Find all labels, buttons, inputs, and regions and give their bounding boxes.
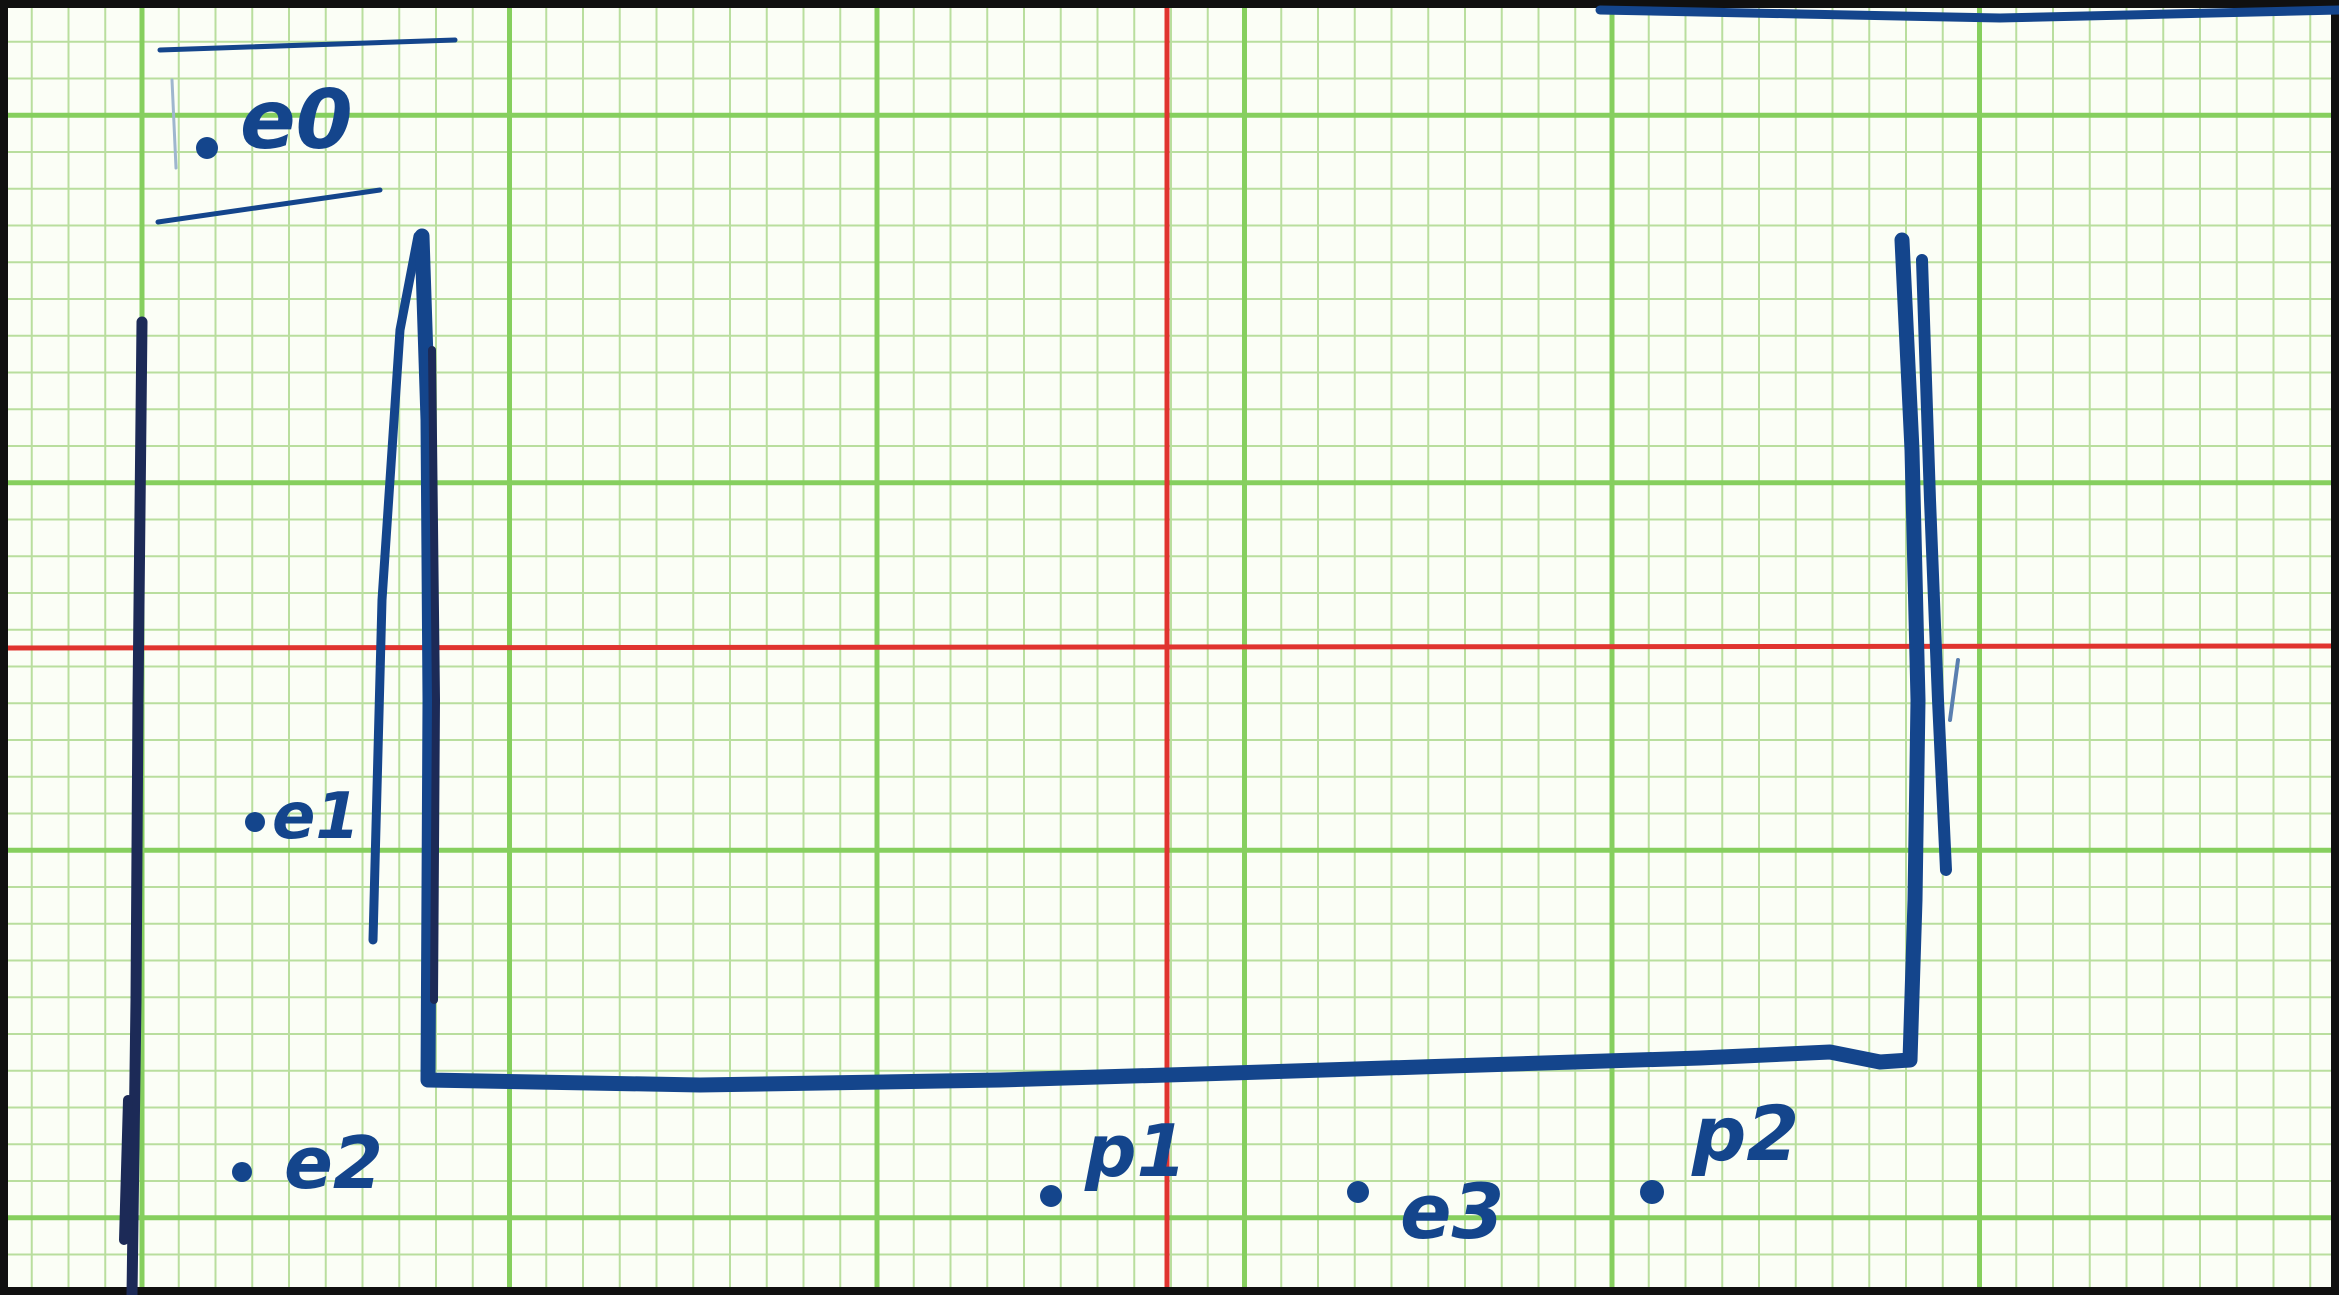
e1-dot-icon bbox=[245, 812, 265, 832]
well-left-wall-overstroke bbox=[428, 346, 441, 1004]
p1-dot-icon bbox=[1040, 1185, 1062, 1207]
label-e3: e3 bbox=[1400, 1167, 1504, 1256]
red-horizontal-axis bbox=[0, 643, 2339, 651]
label-e1: e1 bbox=[272, 780, 360, 854]
e3-dot-icon bbox=[1347, 1181, 1369, 1203]
top-edge-stroke bbox=[1595, 5, 2339, 23]
right-wall-tick bbox=[1948, 658, 1960, 722]
e2-dot-icon bbox=[232, 1162, 252, 1182]
e0-dot-icon bbox=[196, 137, 218, 159]
label-e2: e2 bbox=[284, 1121, 383, 1205]
label-e0: e0 bbox=[240, 73, 353, 168]
label-p2: p2 bbox=[1691, 1089, 1799, 1178]
label-p1: p1 bbox=[1084, 1109, 1187, 1193]
well-right-wall-overstroke bbox=[1916, 254, 1952, 876]
e0-box-top-line bbox=[157, 37, 458, 53]
e0-box-left-line bbox=[170, 78, 178, 170]
spike-thin-stroke bbox=[368, 231, 423, 945]
p2-dot-icon bbox=[1640, 1180, 1664, 1204]
potential-well-outline bbox=[414, 228, 1926, 1093]
e0-box-bottom-line bbox=[155, 187, 383, 225]
left-boundary-tail bbox=[119, 1095, 133, 1245]
left-boundary-line bbox=[126, 316, 148, 1295]
